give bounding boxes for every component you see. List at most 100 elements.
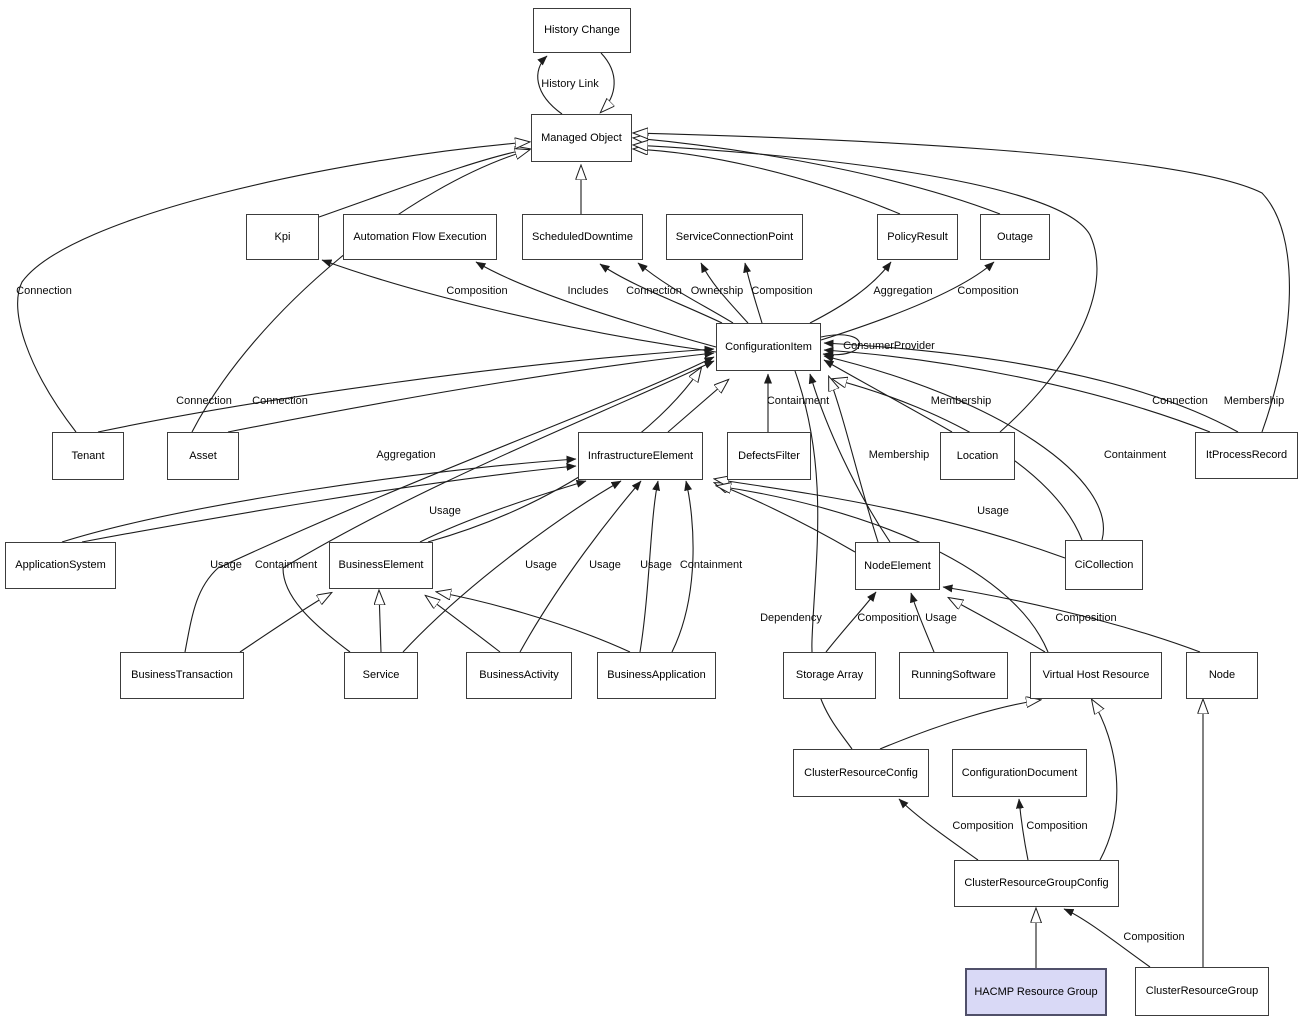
node-service-connection-point[interactable]: ServiceConnectionPoint — [666, 214, 803, 260]
edge-43 — [823, 359, 953, 433]
node-virtual-host-resource[interactable]: Virtual Host Resource — [1030, 652, 1162, 699]
edge-14 — [715, 483, 856, 553]
edge-40 — [81, 462, 577, 543]
edge-46 — [823, 354, 1104, 541]
node-node[interactable]: Node — [1186, 652, 1258, 699]
edge-label-consumerprovider: ConsumerProvider — [843, 340, 935, 352]
node-business-application[interactable]: BusinessApplication — [597, 652, 716, 699]
edge-0 — [601, 52, 614, 112]
edge-label-connection: Connection — [176, 395, 232, 407]
node-asset[interactable]: Asset — [167, 432, 239, 480]
node-business-transaction[interactable]: BusinessTransaction — [120, 652, 244, 699]
node-ci-collection[interactable]: CiCollection — [1065, 540, 1143, 590]
edge-18 — [379, 591, 381, 653]
node-cluster-resource-group[interactable]: ClusterResourceGroup — [1135, 967, 1269, 1016]
edge-label-composition: Composition — [1055, 612, 1117, 624]
edge-44 — [823, 346, 1211, 433]
edge-label-membership: Membership — [930, 395, 992, 407]
edge-42 — [808, 373, 891, 543]
edge-30 — [700, 262, 749, 324]
node-infrastructure-element[interactable]: InfrastructureElement — [578, 432, 703, 480]
edge-label-containment: Containment — [1103, 449, 1167, 461]
node-tenant[interactable]: Tenant — [52, 432, 124, 480]
node-hacmp-resource-group[interactable]: HACMP Resource Group — [965, 968, 1107, 1016]
edge-33 — [820, 261, 995, 341]
edge-label-usage: Usage — [429, 505, 461, 517]
edge-20 — [437, 592, 631, 653]
edge-31 — [743, 262, 763, 324]
edge-label-composition: Composition — [857, 612, 919, 624]
node-configuration-document[interactable]: ConfigurationDocument — [952, 749, 1087, 797]
edge-label-includes: Includes — [567, 285, 609, 297]
node-defects-filter[interactable]: DefectsFilter — [727, 432, 811, 480]
edge-47 — [419, 479, 587, 543]
node-cluster-resource-config[interactable]: ClusterResourceConfig — [793, 749, 929, 797]
node-application-system[interactable]: ApplicationSystem — [5, 542, 116, 589]
edge-28 — [599, 263, 723, 324]
node-node-element[interactable]: NodeElement — [855, 542, 940, 590]
node-business-element[interactable]: BusinessElement — [329, 542, 433, 589]
node-outage[interactable]: Outage — [980, 214, 1050, 260]
edge-52 — [825, 591, 877, 653]
edge-38 — [282, 360, 715, 653]
node-policy-result[interactable]: PolicyResult — [877, 214, 958, 260]
edge-4 — [17, 142, 529, 433]
edge-58 — [1063, 908, 1151, 968]
edge-22 — [879, 700, 1040, 750]
edge-label-usage: Usage — [210, 559, 242, 571]
node-cluster-resource-group-config[interactable]: ClusterResourceGroupConfig — [954, 860, 1119, 907]
edge-label-dependency: Dependency — [760, 612, 822, 624]
edge-57 — [1015, 798, 1029, 861]
edge-label-usage: Usage — [925, 612, 957, 624]
node-business-activity[interactable]: BusinessActivity — [466, 652, 572, 699]
node-managed-object[interactable]: Managed Object — [531, 114, 632, 162]
edge-label-membership: Membership — [868, 449, 930, 461]
edge-label-aggregation: Aggregation — [376, 449, 436, 461]
edge-label-composition: Composition — [1123, 931, 1185, 943]
node-history-change[interactable]: History Change — [533, 8, 631, 53]
node-automation-flow-execution[interactable]: Automation Flow Execution — [343, 214, 497, 260]
edge-6 — [634, 149, 901, 215]
edge-48 — [402, 480, 622, 653]
edge-56 — [898, 798, 979, 861]
node-storage-array[interactable]: Storage Array — [783, 652, 876, 699]
edge-51 — [671, 480, 694, 653]
edge-label-usage: Usage — [640, 559, 672, 571]
edge-3 — [318, 149, 529, 218]
edge-29 — [637, 262, 734, 324]
edge-label-composition: Composition — [957, 285, 1019, 297]
edge-19 — [426, 596, 501, 653]
edge-23 — [1092, 700, 1118, 861]
edge-label-aggregation: Aggregation — [873, 285, 933, 297]
edge-53 — [910, 592, 935, 653]
edge-label-containment: Containment — [254, 559, 318, 571]
edge-39 — [61, 455, 577, 543]
edge-label-composition: Composition — [1026, 820, 1088, 832]
edge-label-composition: Composition — [952, 820, 1014, 832]
edge-8 — [634, 133, 1290, 433]
edge-49 — [519, 480, 642, 653]
node-running-software[interactable]: RunningSoftware — [899, 652, 1008, 699]
edge-17 — [239, 593, 331, 653]
edge-54 — [942, 584, 1201, 653]
edge-label-connection: Connection — [16, 285, 72, 297]
edge-45 — [823, 339, 1239, 433]
edge-label-ownership: Ownership — [690, 285, 744, 297]
node-scheduled-downtime[interactable]: ScheduledDowntime — [522, 214, 643, 260]
edge-50 — [639, 480, 661, 653]
node-configuration-item[interactable]: ConfigurationItem — [716, 323, 821, 371]
edge-label-history-link: History Link — [541, 78, 599, 90]
node-service[interactable]: Service — [344, 652, 418, 699]
edge-12 — [829, 377, 879, 543]
edge-35 — [97, 345, 715, 433]
node-location[interactable]: Location — [940, 432, 1015, 480]
edge-21 — [949, 598, 1046, 653]
node-kpi[interactable]: Kpi — [246, 214, 319, 260]
node-it-process-record[interactable]: ItProcessRecord — [1195, 432, 1298, 479]
edge-32 — [809, 261, 892, 324]
edge-1 — [537, 55, 563, 115]
edge-37 — [184, 356, 715, 653]
edge-label-usage: Usage — [589, 559, 621, 571]
